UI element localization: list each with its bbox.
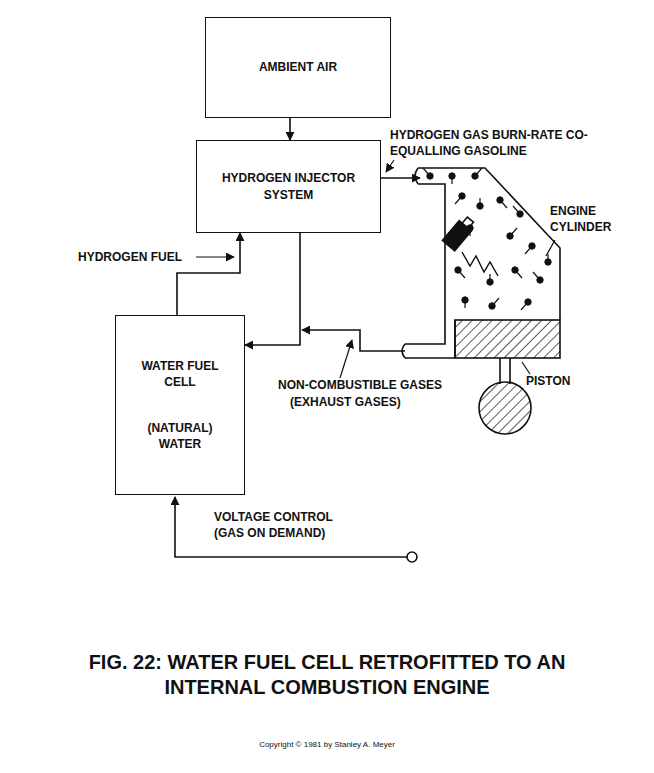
gas-molecule xyxy=(510,228,517,236)
gas-molecule xyxy=(479,198,480,206)
hydrogen-injection-arrow xyxy=(381,177,420,179)
copyright-note: Copyright © 1981 by Stanley A. Meyer xyxy=(0,740,654,750)
voltage-control-wire xyxy=(175,497,407,557)
gas-molecule xyxy=(469,228,470,236)
part-label: ENGINE CYLINDER xyxy=(548,204,640,235)
gas-molecule xyxy=(423,168,430,176)
connecting-rod xyxy=(499,358,501,384)
part-label: HYDROGEN FUEL xyxy=(76,250,196,266)
figure-caption: FIG. 22: WATER FUEL CELL RETROFITTED TO … xyxy=(20,650,634,700)
gas-molecule xyxy=(455,196,462,204)
leader-line xyxy=(340,340,352,378)
gas-molecule xyxy=(515,270,522,278)
gas-molecule xyxy=(547,254,548,262)
cylinder-outline xyxy=(405,168,560,358)
flow-connector xyxy=(245,233,300,345)
process-box: AMBIENT AIR xyxy=(205,17,391,118)
gas-molecule xyxy=(475,168,482,176)
leader-line xyxy=(386,160,394,172)
box-text: (NATURAL) WATER xyxy=(135,420,225,452)
piston xyxy=(455,320,560,358)
spark xyxy=(462,252,498,276)
part-label: VOLTAGE CONTROL (GAS ON DEMAND) xyxy=(212,510,352,541)
gas-molecule xyxy=(525,246,532,254)
part-label: NON-COMBUSTIBLE GASES xyxy=(276,378,446,394)
process-box: WATER FUEL CELL (NATURAL) WATER xyxy=(115,315,245,495)
connecting-rod xyxy=(509,358,511,384)
part-label: (EXHAUST GASES) xyxy=(288,395,418,411)
gas-molecule xyxy=(533,272,540,280)
leader-line xyxy=(546,240,555,256)
gas-molecule xyxy=(464,300,465,308)
intake-port-end xyxy=(415,168,418,184)
part-label: HYDROGEN GAS BURN-RATE CO-EQUALLING GASO… xyxy=(388,128,633,159)
gas-molecule xyxy=(492,298,499,306)
gas-molecule xyxy=(451,176,452,184)
spark-plug xyxy=(442,214,476,250)
part-label: PISTON xyxy=(524,374,594,390)
flow-connector xyxy=(177,233,240,315)
box-text: WATER FUEL CELL xyxy=(135,358,225,390)
terminal xyxy=(407,552,417,562)
crankshaft xyxy=(479,382,531,434)
leader-line xyxy=(190,256,234,257)
leader-line xyxy=(522,362,530,374)
gas-molecule xyxy=(489,274,490,282)
gas-molecule xyxy=(521,302,528,310)
gas-molecule xyxy=(500,200,507,208)
gas-molecule xyxy=(458,270,465,278)
exhaust-line xyxy=(302,330,405,351)
flow-connector xyxy=(289,118,291,140)
process-box: HYDROGEN INJECTOR SYSTEM xyxy=(196,140,381,233)
box-text: HYDROGEN INJECTOR SYSTEM xyxy=(216,170,361,202)
gas-molecule xyxy=(513,206,520,214)
box-text: AMBIENT AIR xyxy=(225,59,371,75)
